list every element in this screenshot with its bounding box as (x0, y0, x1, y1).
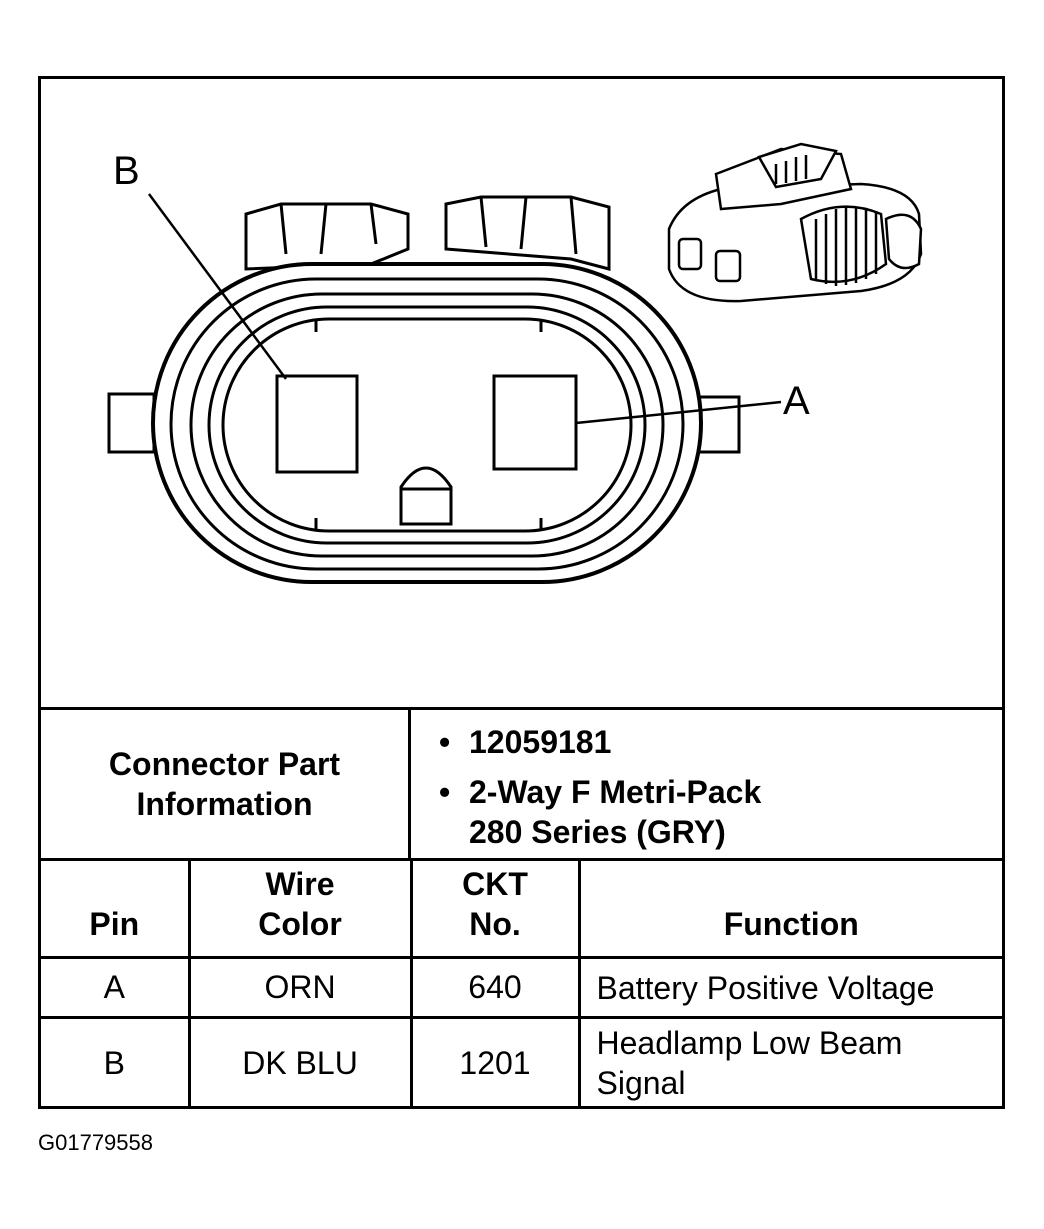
table-header-row: Pin Wire Color CKT No. Function (41, 858, 1002, 959)
latch-tab-right (444, 195, 611, 271)
part-number-item: 12059181 (439, 722, 611, 762)
header-function: Function (577, 858, 1002, 959)
connector-series-text: 280 Series (GRY) (469, 814, 726, 850)
connector-part-info-row: Connector Part Information 12059181 2-Wa… (41, 707, 1002, 858)
callout-line-b (147, 193, 288, 380)
connector-part-info-values: 12059181 2-Way F Metri-Pack 280 Series (… (411, 710, 1002, 858)
latch-tab-left (244, 202, 410, 271)
pin-table: Pin Wire Color CKT No. Function A ORN 64… (41, 858, 1002, 1108)
side-tab-left (107, 392, 156, 454)
connector-body (151, 262, 703, 584)
connector-part-info-label: Connector Part Information (41, 710, 411, 858)
info-label-line-1: Connector Part (108, 746, 341, 782)
cell-wire-color: ORN (187, 956, 413, 1019)
header-ckt-no: CKT No. (409, 858, 581, 959)
cell-pin: A (41, 956, 191, 1019)
cell-ckt-no: 1201 (409, 1016, 581, 1108)
table-row: A ORN 640 Battery Positive Voltage (41, 956, 1002, 1019)
connector-perspective-icon (667, 142, 923, 303)
cell-function: Battery Positive Voltage (577, 956, 1002, 1019)
figure-frame: B A Connector Part (38, 76, 1005, 1109)
terminal-cavity-b (275, 374, 359, 474)
connector-type-item: 2-Way F Metri-Pack (439, 772, 761, 812)
header-pin: Pin (41, 858, 191, 959)
cell-function: Headlamp Low Beam Signal (577, 1016, 1002, 1108)
callout-label-a: A (783, 379, 810, 423)
callout-line-a (575, 400, 782, 425)
cell-ckt-no: 640 (409, 956, 581, 1019)
callout-label-b: B (113, 149, 140, 193)
header-wire-color: Wire Color (187, 858, 413, 959)
table-row: B DK BLU 1201 Headlamp Low Beam Signal (41, 1016, 1002, 1108)
info-label-line-2: Information (136, 786, 313, 822)
terminal-cavity-a (492, 374, 578, 471)
connector-diagram: B A (107, 142, 923, 584)
figure-id-caption: G01779558 (38, 1130, 153, 1155)
cell-wire-color: DK BLU (187, 1016, 413, 1108)
cell-pin: B (41, 1016, 191, 1108)
polarization-key (399, 466, 453, 526)
